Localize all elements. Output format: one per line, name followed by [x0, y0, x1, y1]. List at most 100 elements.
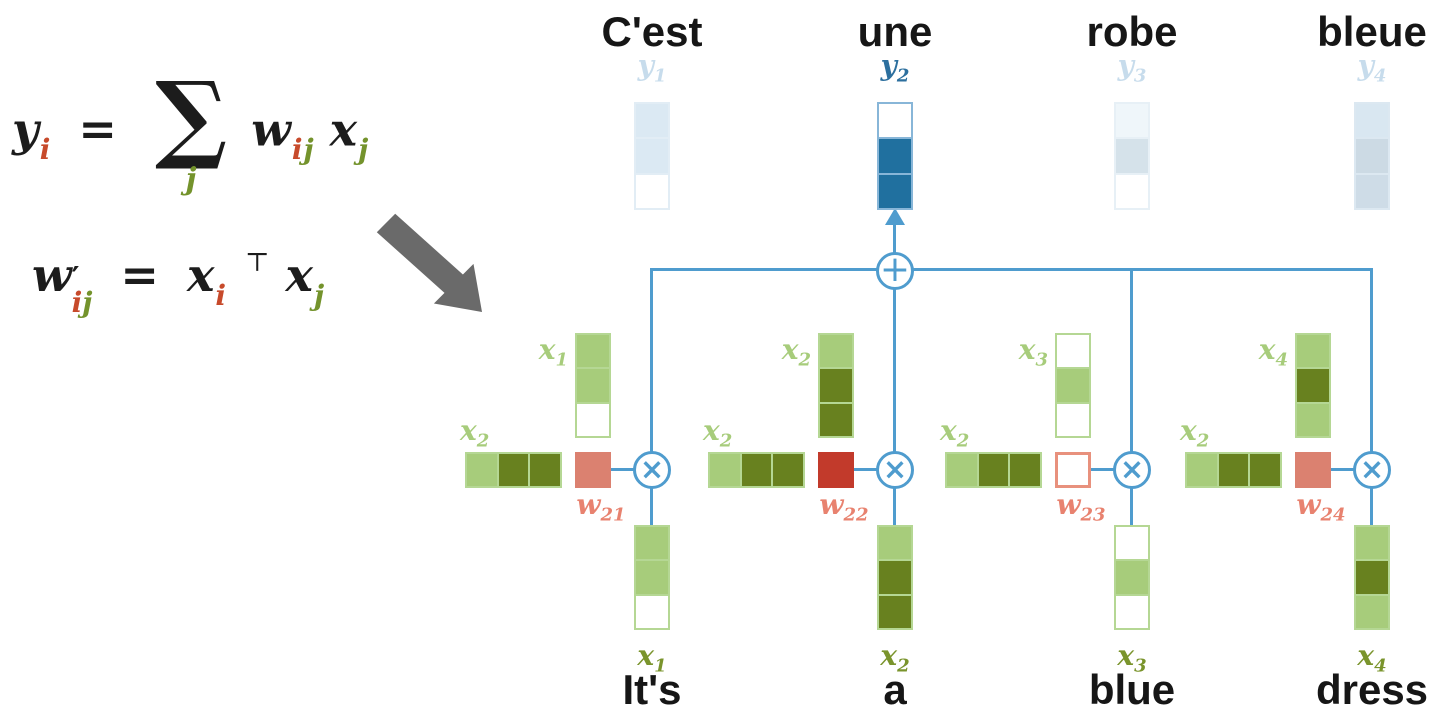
value-label: x2	[880, 642, 909, 676]
query-label-sub: 2	[1196, 430, 1210, 452]
value-label-sub: 1	[654, 655, 667, 677]
key-label-sub: 2	[798, 349, 811, 371]
eq1-w-sub-i: i	[291, 133, 303, 167]
weight-label-var: w	[819, 488, 844, 521]
vector-cell	[636, 172, 668, 208]
key-label: x3	[962, 336, 1048, 370]
bus-line	[652, 268, 1372, 271]
sigma-icon: ∑	[154, 60, 228, 173]
vector-cell	[820, 367, 852, 402]
output-label-sub: 4	[1373, 65, 1387, 87]
source-word: It's	[622, 666, 682, 713]
product-node: ×	[1353, 451, 1391, 489]
output-label-sub: 2	[896, 65, 910, 87]
weight-wire	[609, 468, 635, 471]
value-label-sub: 2	[897, 655, 910, 677]
vector-cell	[1116, 172, 1148, 208]
value-label: x3	[1117, 642, 1146, 676]
vector-cell	[1057, 335, 1089, 368]
vector-cell	[771, 454, 804, 486]
target-word: bleue	[1317, 8, 1427, 55]
key-label-var: x	[1258, 333, 1276, 366]
vector-cell	[636, 137, 668, 173]
key-label-var: x	[1018, 333, 1036, 366]
eq1-x-sub-j: j	[358, 133, 369, 167]
eq2-x2-sub-j: j	[313, 279, 325, 312]
weight-label: w22	[819, 491, 868, 525]
value-vector	[634, 525, 670, 630]
key-vector	[575, 333, 611, 438]
key-label-sub: 4	[1275, 349, 1288, 371]
query-label-sub: 2	[719, 430, 733, 452]
output-label-var: y	[637, 49, 654, 82]
vector-cell	[1297, 401, 1329, 436]
value-vector	[877, 525, 913, 630]
vector-cell	[1116, 593, 1148, 628]
product-node: ×	[1113, 451, 1151, 489]
vector-cell	[1248, 454, 1281, 486]
value-wire	[1370, 487, 1373, 527]
weight-square	[818, 452, 854, 488]
vector-cell	[636, 104, 668, 138]
vector-cell	[879, 527, 911, 560]
vector-cell	[1057, 401, 1089, 436]
key-label: x2	[725, 336, 811, 370]
value-label-var: x	[1357, 639, 1375, 672]
eq1-sigma-block: ∑j	[154, 60, 228, 195]
key-label-sub: 1	[555, 349, 568, 371]
output-label-var: y	[1357, 49, 1374, 82]
output-vector	[1354, 102, 1390, 210]
key-label: x4	[1202, 336, 1288, 370]
eq2-prime: ′	[71, 261, 80, 297]
weight-label-var: w	[576, 488, 601, 521]
weight-square	[575, 452, 611, 488]
vector-cell	[879, 137, 911, 173]
query-label: x2	[703, 417, 732, 451]
value-label-sub: 3	[1134, 655, 1147, 677]
vector-cell	[1297, 335, 1329, 368]
vector-cell	[1008, 454, 1041, 486]
eq2-x2: x	[285, 248, 313, 302]
vector-cell	[1356, 593, 1388, 628]
output-label: y3	[1118, 52, 1147, 86]
query-vector	[1185, 452, 1282, 488]
vector-cell	[636, 559, 668, 594]
output-vector	[634, 102, 670, 210]
output-label-var: y	[1117, 49, 1134, 82]
vector-cell	[1187, 454, 1217, 486]
weight-label-var: w	[1296, 488, 1321, 521]
vector-cell	[976, 454, 1009, 486]
vector-cell	[1356, 137, 1388, 173]
vector-cell	[820, 401, 852, 436]
vector-cell	[879, 172, 911, 208]
source-word: a	[883, 666, 907, 713]
vector-cell	[879, 593, 911, 628]
key-vector	[1295, 333, 1331, 438]
eq2-w: w	[32, 248, 72, 302]
sum-arrowhead-icon	[885, 208, 905, 225]
weight-wire	[852, 468, 878, 471]
eq1-w-sub-j: j	[303, 133, 314, 167]
query-label: x2	[460, 417, 489, 451]
transpose-icon: ⊤	[245, 248, 270, 278]
branch-line	[893, 224, 896, 453]
target-word: C'est	[601, 8, 703, 55]
eq2-x1-sub-i: i	[215, 279, 227, 312]
source-word: blue	[1088, 666, 1176, 713]
branch-line	[650, 268, 653, 453]
query-label: x2	[940, 417, 969, 451]
eq1-equals: =	[78, 102, 117, 157]
value-vector	[1354, 525, 1390, 630]
eq1-w: w	[251, 102, 291, 157]
query-label-var: x	[703, 414, 720, 447]
vector-cell	[710, 454, 740, 486]
branch-line	[1370, 268, 1373, 453]
key-label: x1	[482, 336, 568, 370]
value-vector	[1114, 525, 1150, 630]
output-label-var: y	[880, 49, 897, 82]
key-vector	[1055, 333, 1091, 438]
vector-cell	[820, 335, 852, 368]
vector-cell	[739, 454, 772, 486]
